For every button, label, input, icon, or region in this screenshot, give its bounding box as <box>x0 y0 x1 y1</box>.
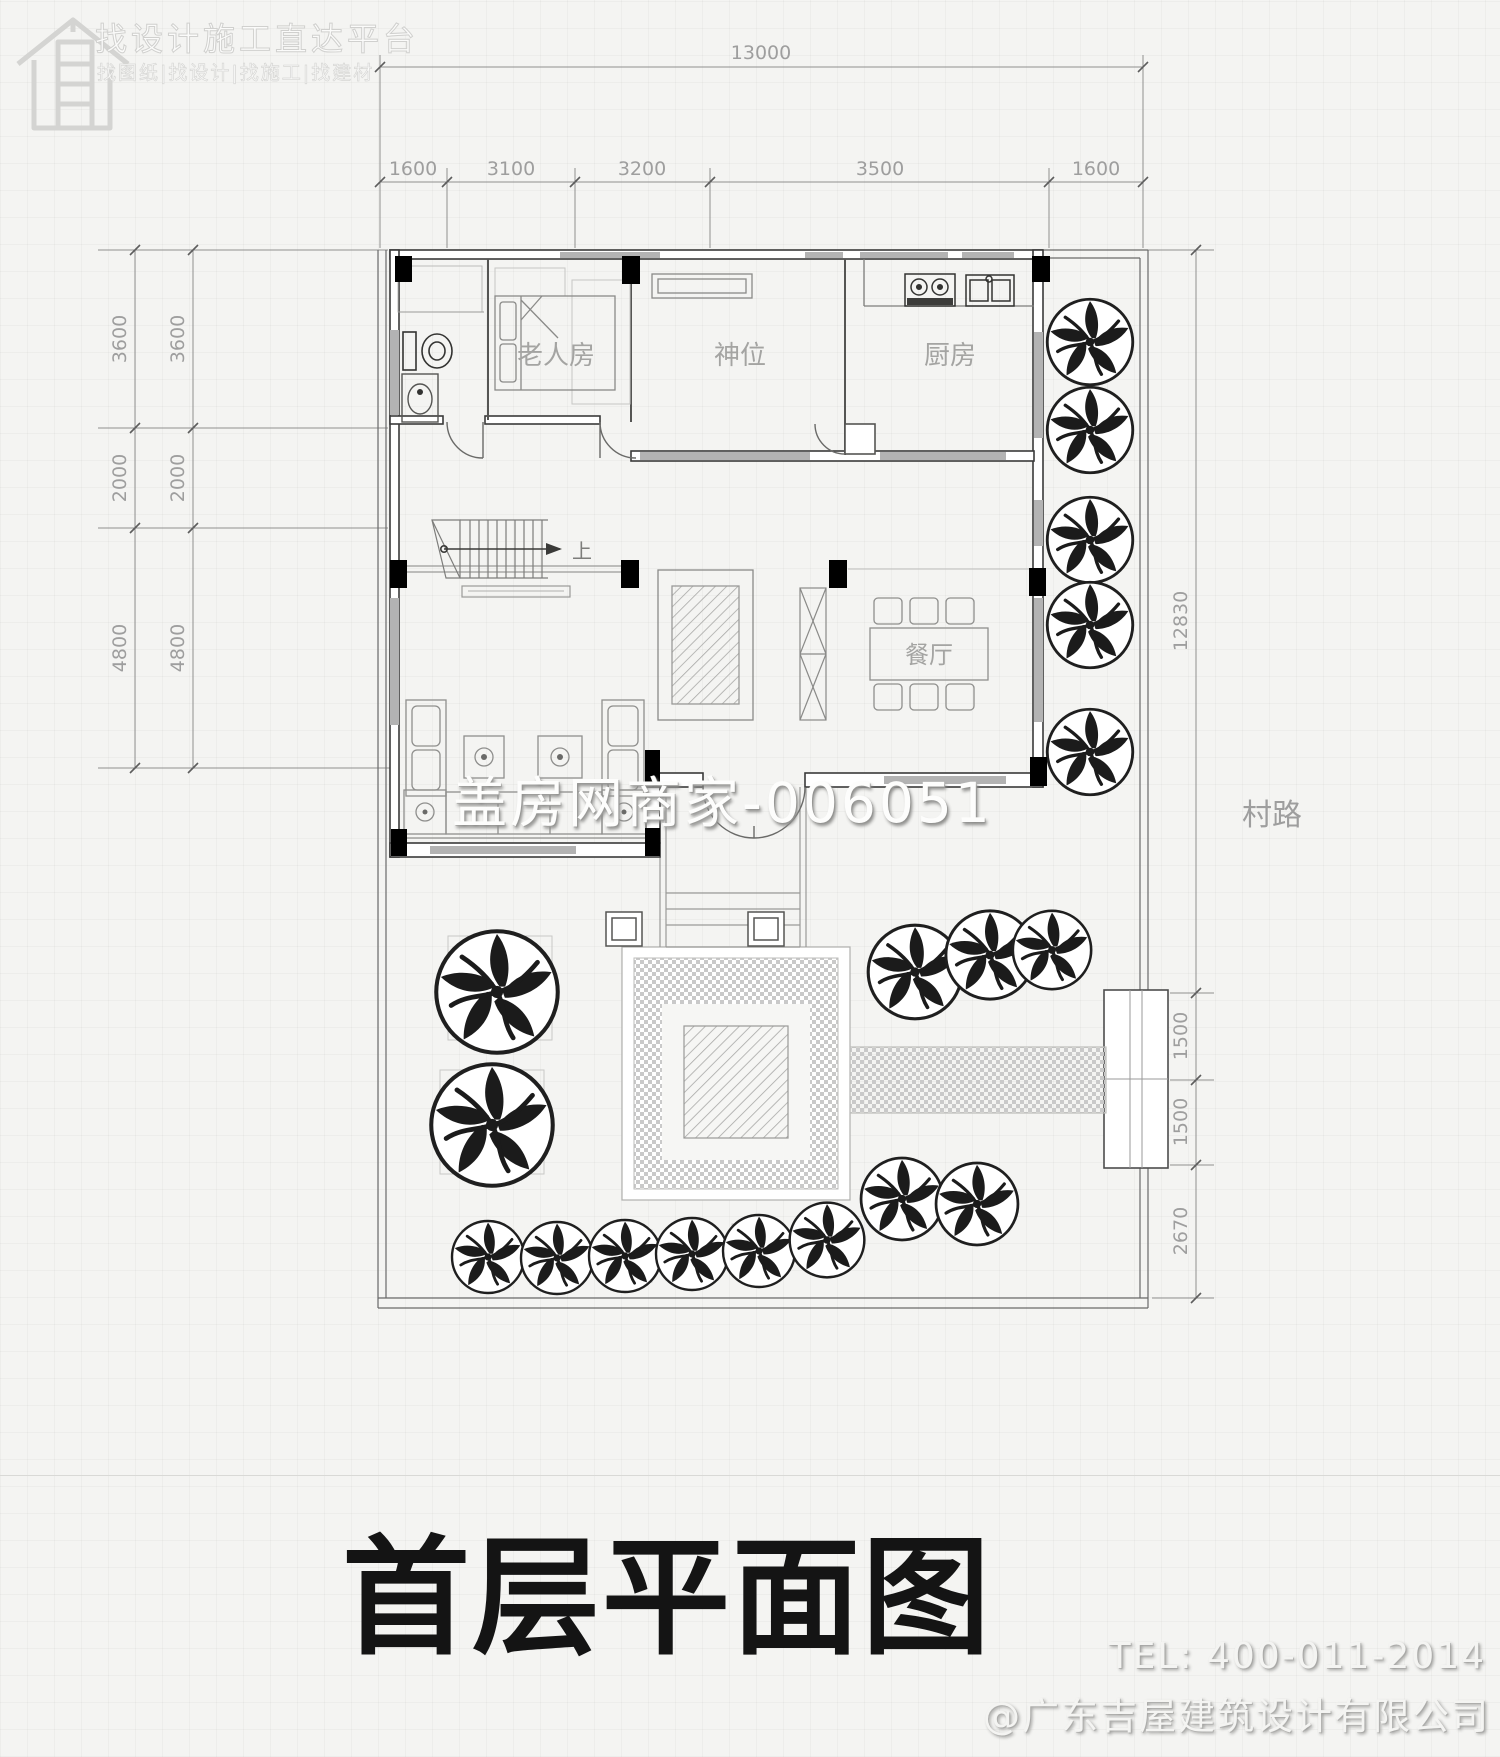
tree-icon <box>450 1219 526 1295</box>
plan-title: 首层平面图 <box>342 1524 993 1673</box>
dim-left-2000-inner: 2000 <box>167 454 189 502</box>
bathroom-door-arc <box>446 421 484 459</box>
structural-columns <box>390 256 1050 856</box>
tree-icon <box>519 1220 595 1296</box>
hall-screen <box>657 569 754 721</box>
tree-icon <box>587 1218 663 1294</box>
dim-left-4800-inner: 4800 <box>167 624 189 672</box>
courtyard-paving <box>621 946 1107 1201</box>
dining-table <box>869 627 989 681</box>
dim-left-3600-outer: 3600 <box>109 315 131 363</box>
tree-icon <box>934 1161 1020 1247</box>
dim-seg-1: 1600 <box>389 158 437 180</box>
dim-seg-2: 3100 <box>487 158 535 180</box>
kitchen-door-arc <box>814 423 846 455</box>
house-logo-icon <box>16 17 130 131</box>
tree-icon <box>1045 495 1135 585</box>
dim-seg-4: 3500 <box>856 158 904 180</box>
dim-total-width: 13000 <box>731 42 791 64</box>
entry-porch <box>605 787 807 948</box>
tree-icon <box>721 1213 797 1289</box>
dimension-lines <box>98 55 1214 1304</box>
sofa <box>403 789 647 839</box>
stove-icon <box>904 273 956 307</box>
side-table-right <box>537 735 583 779</box>
x-cabinet <box>799 587 827 721</box>
doors <box>446 421 846 839</box>
tree-icon <box>1045 580 1135 670</box>
kitchen-door-jamb <box>844 423 876 455</box>
tree-icon <box>436 931 558 1053</box>
wall-hall-north-b <box>484 415 601 425</box>
platform-subtitle: 找图纸|找设计|找施工|找建材 <box>97 62 375 85</box>
dim-right-total: 12830 <box>1170 591 1192 651</box>
room-label-shrine: 神位 <box>714 341 766 371</box>
toilet-icon <box>402 331 453 371</box>
dim-left-2000-outer: 2000 <box>109 454 131 502</box>
dim-seg-3: 3200 <box>618 158 666 180</box>
dim-gate-1: 1500 <box>1170 1012 1192 1060</box>
tree-icon <box>1011 909 1093 991</box>
dining-set <box>869 597 989 711</box>
room-label-dining: 餐厅 <box>905 641 953 669</box>
sink-icon <box>401 373 439 423</box>
porch-pillars <box>605 911 785 947</box>
gate-path <box>849 1046 1107 1114</box>
footer-telephone: TEL: 400-011-2014 <box>1108 1636 1486 1677</box>
shrine-room <box>651 273 753 299</box>
altar-cabinet <box>651 273 753 299</box>
tree-icon <box>788 1201 866 1279</box>
stair-up-label: 上 <box>572 539 592 563</box>
dimension-labels: 13000 1600 3100 3200 3500 1600 3600 3600… <box>109 42 1302 1255</box>
bed-icon <box>494 295 616 391</box>
dim-left-3600-inner: 3600 <box>167 315 189 363</box>
room-label-kitchen: 厨房 <box>924 341 976 371</box>
entry-door-right-arc <box>753 786 806 839</box>
tree-icon <box>654 1216 730 1292</box>
side-table-left <box>463 735 505 779</box>
dim-seg-5: 1600 <box>1072 158 1120 180</box>
site-boundary <box>377 249 1149 1309</box>
tree-icon <box>1045 707 1135 797</box>
dim-left-4800-outer: 4800 <box>109 624 131 672</box>
interior-walls <box>398 259 1030 573</box>
footer-company: @广东吉屋建筑设计有限公司 <box>983 1695 1490 1738</box>
entry-door-left-arc <box>702 786 755 839</box>
road-label: 村路 <box>1242 798 1302 833</box>
floor-plan-drawing: 13000 1600 3100 3200 3500 1600 3600 3600… <box>98 42 1302 1309</box>
courtyard-gate <box>1103 989 1169 1169</box>
tree-icon <box>859 1156 945 1242</box>
room-label-elderly: 老人房 <box>517 341 595 371</box>
dim-side-lower: 2670 <box>1170 1207 1192 1255</box>
stair-direction-arrow <box>439 543 562 555</box>
kitchen-sink-icon <box>965 274 1015 307</box>
room-labels: 老人房 神位 厨房 餐厅 上 <box>517 341 976 669</box>
platform-title: 找设计施工直达平台 <box>94 20 420 59</box>
section-divider <box>0 1475 1500 1476</box>
living-room-set <box>403 699 647 839</box>
armchair-right <box>601 699 645 797</box>
dimension-ticks <box>129 61 1202 1304</box>
elderly-room <box>494 267 631 405</box>
kitchen <box>863 259 1034 307</box>
dim-gate-2: 1500 <box>1170 1098 1192 1146</box>
windows <box>390 252 1043 854</box>
tree-icon <box>431 1064 553 1186</box>
tree-icon <box>1045 297 1135 387</box>
tree-icon <box>1045 385 1135 475</box>
wall-hall-north-a <box>389 415 444 425</box>
armchair-left <box>405 699 447 797</box>
bathroom <box>397 265 484 423</box>
paving-center-feature <box>683 1025 789 1139</box>
staircase <box>431 519 571 598</box>
merchant-watermark: 盖房网商家-006051 <box>452 771 993 835</box>
